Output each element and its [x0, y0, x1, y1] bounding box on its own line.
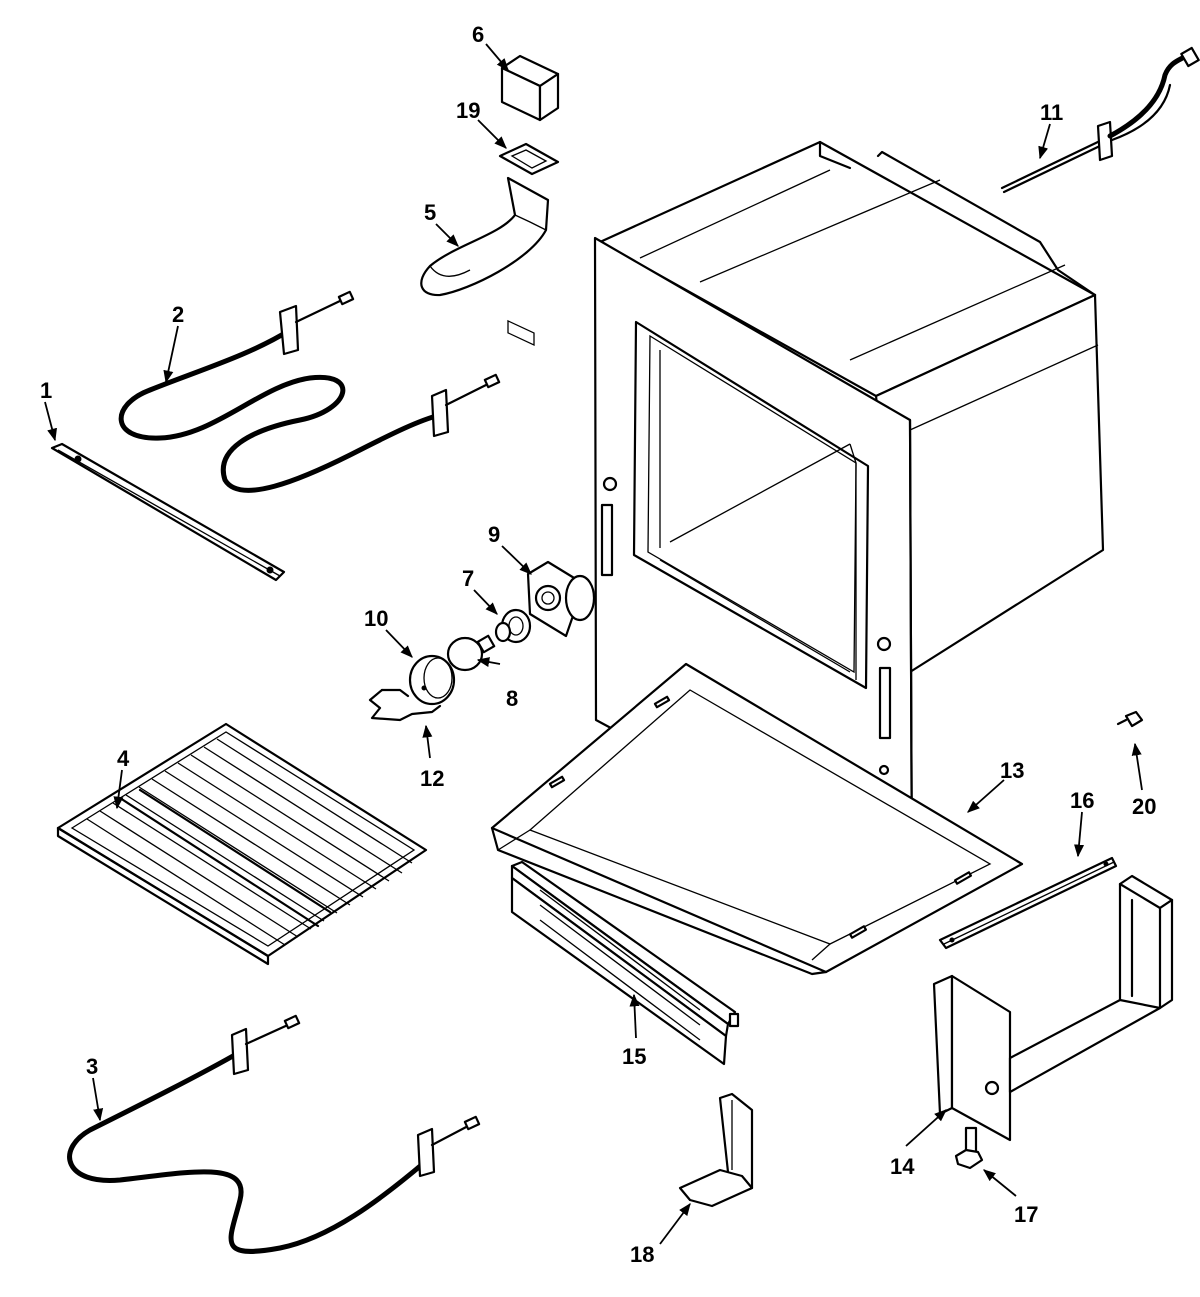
callout-17: 17 [1014, 1202, 1038, 1227]
part-6-switch [500, 54, 560, 346]
callout-12: 12 [420, 766, 444, 791]
callout-8: 8 [506, 686, 518, 711]
part-8-bulb [446, 634, 496, 672]
part-17-screw [954, 1126, 984, 1170]
callout-19: 19 [456, 98, 480, 123]
part-1-bracket [50, 442, 286, 582]
callout-4: 4 [117, 746, 130, 771]
part-4-oven-rack [56, 722, 428, 966]
callout-3: 3 [86, 1054, 98, 1079]
part-19-gasket [498, 142, 560, 176]
part-11-sensor [1000, 46, 1200, 194]
callout-16: 16 [1070, 788, 1094, 813]
callout-10: 10 [364, 606, 388, 631]
callout-6: 6 [472, 22, 484, 47]
leader-lines [44, 43, 1143, 1245]
part-10-lens [408, 654, 456, 706]
callout-18: 18 [630, 1242, 654, 1267]
part-15-panel [510, 860, 740, 1066]
part-5-shield [420, 176, 550, 297]
callout-11: 11 [1040, 100, 1063, 125]
part-16-rail [938, 856, 1118, 950]
callout-20: 20 [1132, 794, 1156, 819]
callout-13: 13 [1000, 758, 1024, 783]
callout-15: 15 [622, 1044, 646, 1069]
part-20-screw [1116, 710, 1144, 728]
callout-2: 2 [172, 302, 184, 327]
part-2-broil-element [118, 290, 501, 493]
callout-9: 9 [488, 522, 500, 547]
part-9-socket-housing [526, 560, 596, 638]
callout-7: 7 [462, 566, 474, 591]
part-7-socket [494, 608, 532, 644]
callout-labels: 1 2 3 4 5 6 19 7 9 10 11 12 8 13 14 15 1… [40, 22, 1156, 1267]
part-14-leg-bracket [932, 874, 1174, 1142]
callout-5: 5 [424, 200, 436, 225]
part-13-tray [490, 662, 1024, 976]
part-3-bake-element [67, 1014, 481, 1254]
callout-14: 14 [890, 1154, 915, 1179]
part-18-antitip [678, 1092, 754, 1208]
part-12-clip [368, 688, 442, 722]
callout-1: 1 [40, 378, 52, 403]
